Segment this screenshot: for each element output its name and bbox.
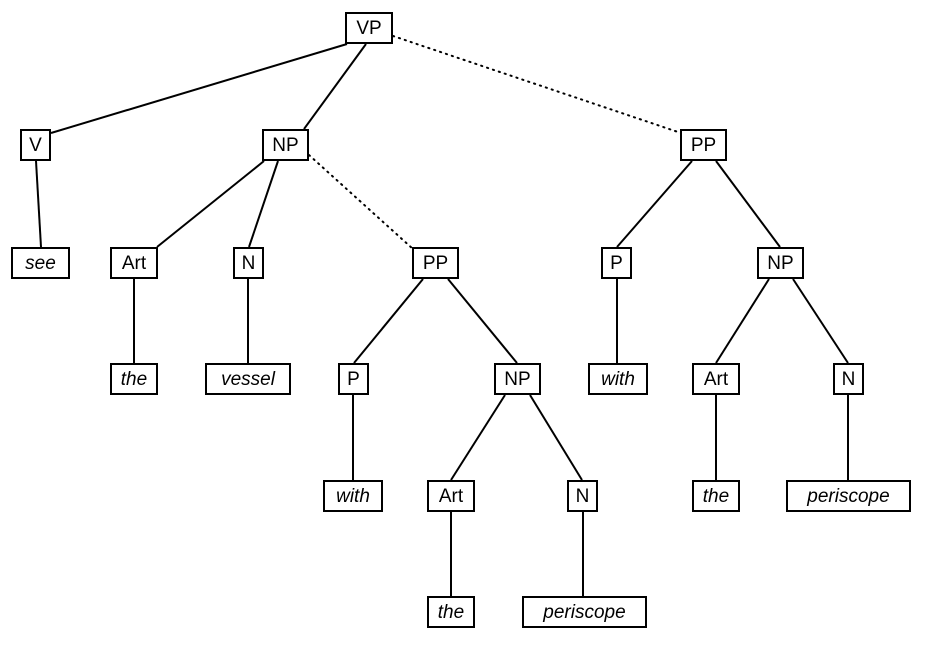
category-node-art_mid: Art xyxy=(427,480,475,512)
tree-edge-np_mid-to-art_mid xyxy=(450,394,506,481)
tree-edge-v-to-see xyxy=(35,160,42,248)
category-node-pp_mid: PP xyxy=(412,247,459,279)
tree-edge-np1-to-art1 xyxy=(156,160,265,248)
category-node-art1: Art xyxy=(110,247,158,279)
leaf-node-the_r: the xyxy=(692,480,740,512)
category-node-np_right: NP xyxy=(757,247,804,279)
tree-edge-np1-to-pp_mid xyxy=(308,154,414,250)
category-node-vp: VP xyxy=(345,12,393,44)
leaf-node-the_m: the xyxy=(427,596,475,628)
tree-edge-vp-to-np1 xyxy=(303,43,367,130)
category-node-v: V xyxy=(20,129,51,161)
category-node-n_right: N xyxy=(833,363,864,395)
tree-edge-vp-to-pp_right xyxy=(392,35,682,134)
leaf-node-the1: the xyxy=(110,363,158,395)
category-node-p_right: P xyxy=(601,247,632,279)
tree-edge-np_right-to-n_right xyxy=(792,278,849,364)
leaf-node-persc_r: periscope xyxy=(786,480,911,512)
category-node-pp_right: PP xyxy=(680,129,727,161)
leaf-node-see: see xyxy=(11,247,70,279)
category-node-np_mid: NP xyxy=(494,363,541,395)
leaf-node-persc_m: periscope xyxy=(522,596,647,628)
tree-edge-np1-to-n1 xyxy=(248,160,279,248)
category-node-p_mid: P xyxy=(338,363,369,395)
tree-edge-pp_mid-to-p_mid xyxy=(353,278,424,364)
leaf-node-with_m: with xyxy=(323,480,383,512)
category-node-art_right: Art xyxy=(692,363,740,395)
category-node-np1: NP xyxy=(262,129,309,161)
leaf-node-with_r: with xyxy=(588,363,648,395)
leaf-node-vessel: vessel xyxy=(205,363,291,395)
tree-edge-pp_right-to-np_right xyxy=(715,160,781,248)
tree-edge-pp_right-to-p_right xyxy=(616,160,693,248)
tree-edge-np_mid-to-n_mid xyxy=(529,394,583,481)
tree-edge-np_right-to-art_right xyxy=(715,278,770,364)
tree-edge-pp_mid-to-np_mid xyxy=(447,278,518,364)
tree-edge-vp-to-v xyxy=(50,43,348,134)
category-node-n_mid: N xyxy=(567,480,598,512)
category-node-n1: N xyxy=(233,247,264,279)
